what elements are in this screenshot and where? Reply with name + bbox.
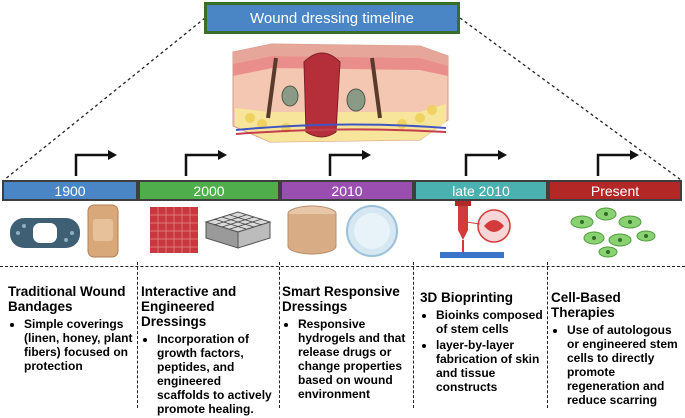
- bullet-1900-1: Simple coverings (linen, honey, plant fi…: [24, 317, 136, 373]
- bullets-2010: Responsive hydrogels and that release dr…: [282, 317, 412, 401]
- divider-3: [413, 262, 414, 408]
- bullets-present: Use of autologous or engineered stem cel…: [551, 323, 681, 407]
- arrow-icon-late-2010: [464, 153, 498, 176]
- era-1900: 1900: [2, 180, 138, 201]
- mesh-dressing-icon: [150, 207, 272, 253]
- divider-2: [279, 262, 280, 408]
- timeline-title: Wound dressing timeline: [204, 2, 460, 34]
- description-1900: Traditional Wound Bandages Simple coveri…: [8, 284, 136, 375]
- description-present: Cell-Based Therapies Use of autologous o…: [551, 290, 681, 409]
- bullet-present-1: Use of autologous or engineered stem cel…: [567, 323, 681, 407]
- heading-2000: Interactive and Engineered Dressings: [141, 284, 237, 329]
- bioprinter-icon: [440, 200, 511, 258]
- bullet-2000-1: Incorporation of growth factors, peptide…: [157, 332, 277, 416]
- skin-cross-section-icon: [232, 43, 449, 143]
- arrow-icon-2010: [328, 153, 362, 176]
- horizontal-divider: [0, 266, 685, 267]
- era-late-2010: late 2010: [414, 180, 548, 201]
- divider-4: [547, 262, 548, 408]
- left-perspective-line: [3, 17, 206, 181]
- bullets-late-2010: Bioinks composed of stem cells layer-by-…: [420, 308, 544, 394]
- arrow-head-2000: [218, 150, 227, 160]
- arrow-icon-2000: [184, 153, 218, 176]
- hydrogel-disc-icon: [287, 205, 398, 257]
- bullet-late-2010-2: layer-by-layer fabrication of skin and t…: [436, 338, 544, 394]
- bullet-2010-1: Responsive hydrogels and that release dr…: [298, 317, 412, 401]
- stem-cells-icon: [570, 207, 656, 258]
- description-2010: Smart Responsive Dressings Responsive hy…: [282, 284, 412, 403]
- heading-2010: Smart Responsive Dressings: [282, 284, 400, 314]
- era-2010: 2010: [280, 180, 414, 201]
- divider-1: [137, 262, 138, 408]
- description-late-2010: 3D Bioprinting Bioinks composed of stem …: [420, 290, 544, 396]
- arrow-icon-1900: [74, 153, 108, 176]
- arrow-head-late-2010: [498, 150, 507, 160]
- bullets-2000: Incorporation of growth factors, peptide…: [141, 332, 277, 416]
- era-2000: 2000: [138, 180, 280, 201]
- right-perspective-line: [459, 17, 682, 181]
- era-present: Present: [548, 180, 682, 201]
- arrow-icon-present: [596, 153, 630, 176]
- arrow-head-1900: [108, 150, 117, 160]
- heading-present: Cell-Based Therapies: [551, 290, 621, 320]
- description-2000: Interactive and Engineered Dressings Inc…: [141, 284, 277, 418]
- heading-late-2010: 3D Bioprinting: [420, 290, 513, 305]
- arrow-head-2010: [362, 150, 371, 160]
- bullet-late-2010-1: Bioinks composed of stem cells: [436, 308, 544, 336]
- arrow-head-present: [630, 150, 639, 160]
- bandage-icon: [10, 204, 119, 258]
- timeline-artwork: [3, 17, 682, 258]
- heading-1900: Traditional Wound Bandages: [8, 284, 126, 314]
- bullets-1900: Simple coverings (linen, honey, plant fi…: [8, 317, 136, 373]
